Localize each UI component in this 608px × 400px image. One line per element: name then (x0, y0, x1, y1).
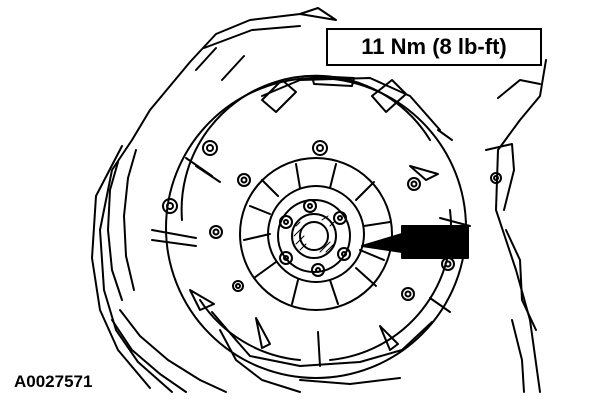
retainer-bolt (279, 251, 293, 265)
bolt-hole (166, 202, 174, 210)
spoke (295, 163, 301, 189)
housing-rib-1 (107, 161, 123, 301)
bolt-hole (232, 280, 244, 292)
spoke (243, 233, 271, 241)
retainer-bolt (283, 255, 289, 261)
spoke (291, 279, 299, 305)
bolt-hole (404, 290, 412, 298)
spoke (253, 261, 277, 279)
retainer-bolt (283, 219, 289, 225)
hub-outer-ring (239, 157, 393, 311)
retainer-bolt (311, 263, 325, 277)
spoke (355, 181, 375, 201)
housing-top-ridge (195, 25, 301, 81)
fin (379, 325, 399, 351)
spoke (329, 163, 337, 189)
seal-ring-inner (299, 221, 329, 251)
torque-spec-label: 11 Nm (8 lb-ft) (326, 28, 542, 66)
upper-rib-right (371, 79, 407, 113)
bolt-hole (410, 180, 418, 188)
fin (255, 317, 271, 349)
seal-ring (291, 213, 337, 259)
outer-fins (151, 129, 471, 367)
figure-id: A0027571 (14, 372, 93, 391)
fin (317, 331, 321, 367)
spoke (249, 205, 271, 215)
spoke (329, 279, 339, 305)
spoke (359, 249, 385, 261)
bolt-hole (490, 172, 502, 184)
bolt-hole (407, 177, 421, 191)
retainer-bolt (307, 203, 313, 209)
bolt-hole (240, 176, 248, 184)
bolt-hole (312, 140, 328, 156)
bolt-hole (235, 283, 241, 289)
fin (437, 129, 453, 141)
retainer-plate (277, 199, 351, 273)
bolt-hole (209, 225, 223, 239)
fin (189, 289, 215, 311)
bolt-hole (237, 173, 251, 187)
fin (429, 297, 451, 313)
housing-right-edge (485, 79, 541, 393)
lower-web (211, 311, 433, 351)
arrow-left-icon (361, 225, 469, 259)
fin (151, 229, 197, 239)
bolt-hole (401, 287, 415, 301)
fin (409, 165, 439, 181)
retainer-bolt (303, 199, 317, 213)
bolt-hole (316, 144, 324, 152)
bolt-hole (441, 257, 455, 271)
lower-bracket (235, 339, 403, 367)
retainer-bolt (279, 215, 293, 229)
fin (151, 239, 197, 247)
retainer-bolt (333, 211, 347, 225)
bolt-hole (162, 198, 178, 214)
housing-rib-4 (111, 319, 187, 393)
spoke (261, 179, 279, 197)
retainer-bolt (337, 247, 351, 261)
bolt-hole (212, 228, 220, 236)
upper-rib-center (311, 75, 355, 87)
hub-spokes (243, 163, 391, 305)
retainer-bolt (341, 251, 347, 257)
housing-outline (99, 7, 547, 393)
fin (439, 217, 471, 227)
fin (195, 165, 221, 183)
spoke (355, 267, 377, 287)
housing-flange-left (91, 145, 151, 389)
bolt-hole (444, 260, 452, 268)
housing-rib-2 (123, 149, 137, 291)
upper-rib-left (261, 79, 297, 113)
housing-rib-3 (119, 309, 227, 393)
bolt-holes (162, 140, 502, 301)
bell-housing-inner-arc (180, 74, 453, 361)
seal-hatching (293, 215, 335, 253)
spoke (363, 221, 391, 227)
housing-bottom-wall (219, 329, 401, 393)
bolt-hole (206, 144, 214, 152)
retainer-bolt (315, 267, 321, 273)
bolt-hole (202, 140, 218, 156)
retainer-bolt (337, 215, 343, 221)
retainer-bolts (279, 199, 351, 277)
bolt-hole (493, 175, 499, 181)
